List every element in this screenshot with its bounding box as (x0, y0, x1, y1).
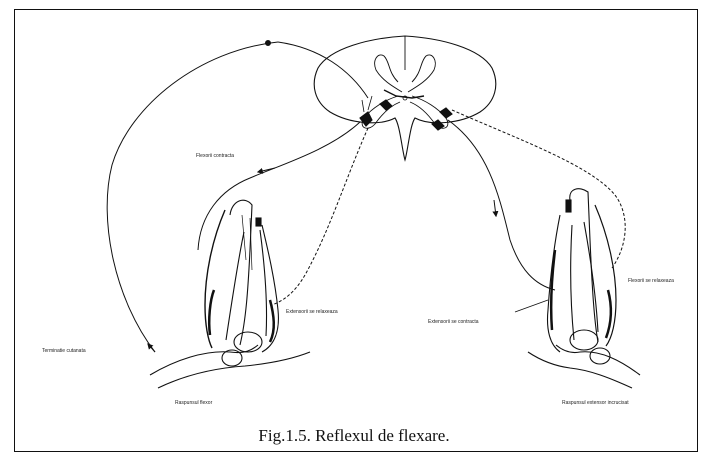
label-extensori-se-contracta: Extensorii se contracta (428, 319, 479, 325)
spinal-cord-section (314, 36, 496, 160)
afferent-pathway (107, 41, 368, 353)
label-extensori-se-relaxeaza: Extensorii se relaxeaza (286, 309, 338, 315)
label-flexori-se-relaxeaza: Flexorii se relaxeaza (628, 278, 674, 284)
label-terminatie-cutanata: Terminatie cutanata (42, 348, 86, 354)
label-raspunsul-extensor: Raspunsul extensor incrucisat (562, 400, 629, 406)
right-leg (515, 189, 640, 388)
left-leg (150, 200, 310, 388)
label-flexori-contracta: Flexorii contracta (196, 153, 234, 159)
inhibitory-pathway-right (452, 110, 625, 268)
crossed-extensor-pathway (448, 120, 555, 290)
efferent-flexor-left (198, 122, 360, 250)
label-raspunsul-flexor: Raspunsul flexor (175, 400, 213, 406)
inhibitory-pathway-left (272, 128, 368, 305)
figure-caption: Fig.1.5. Reflexul de flexare. (0, 426, 708, 446)
